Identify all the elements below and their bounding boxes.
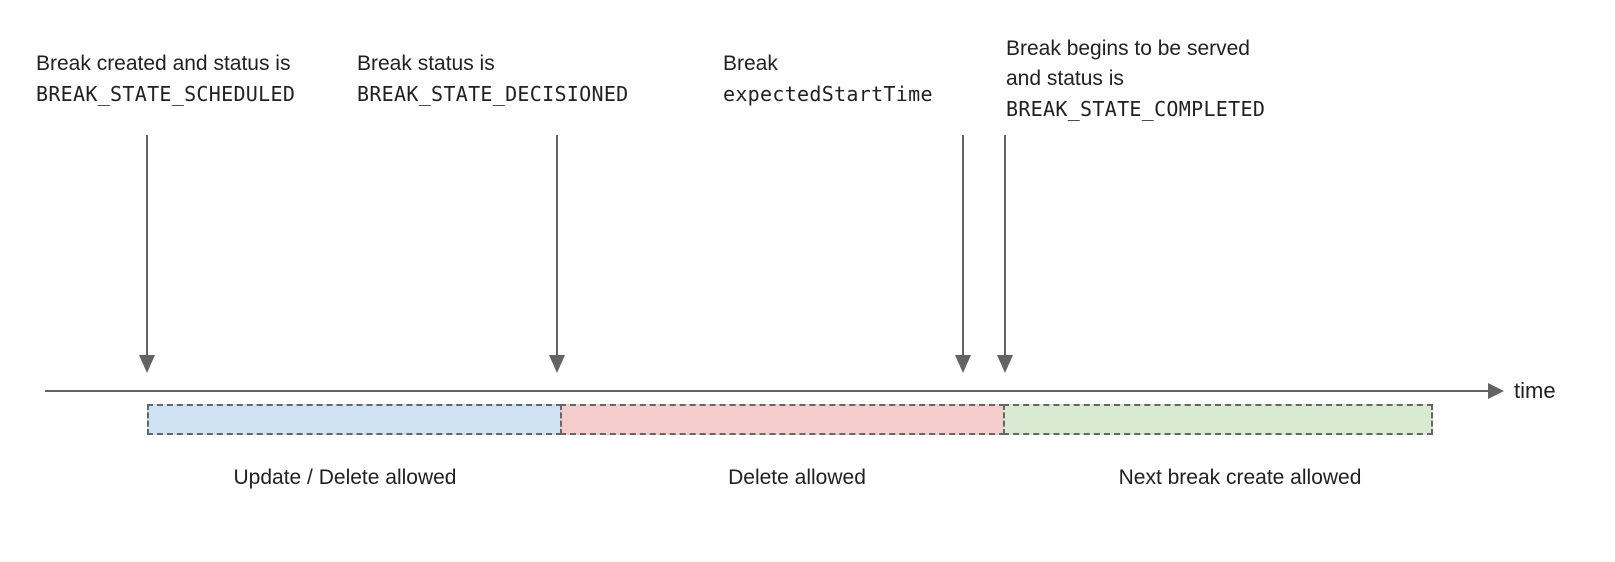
time-axis-line [45, 390, 1490, 392]
segment-next-break-create-allowed [1003, 404, 1433, 435]
annotation-code-break-state-decisioned: BREAK_STATE_DECISIONED [357, 82, 629, 106]
down-arrow-icon-scheduled [139, 135, 155, 373]
annotation-text: Break begins to be served [1006, 37, 1250, 60]
down-arrow-icon-completed [997, 135, 1013, 373]
arrow-stem [146, 135, 148, 355]
arrow-head [997, 355, 1013, 373]
annotation-text: and status is [1006, 67, 1124, 90]
arrow-stem [962, 135, 964, 355]
annotation-text: Break created and status is [36, 52, 291, 75]
segment-delete-allowed [560, 404, 1005, 435]
annotation-text: Break [723, 52, 778, 75]
arrow-head [139, 355, 155, 373]
annotation-break-expected-start-time: Break expectedStartTime [723, 49, 933, 109]
segment-label-next-break: Next break create allowed [1118, 466, 1362, 489]
annotation-code-break-state-scheduled: BREAK_STATE_SCHEDULED [36, 82, 296, 106]
annotation-break-completed: Break begins to be served and status is … [1006, 34, 1265, 124]
annotation-text: Break status is [357, 52, 495, 75]
arrow-stem [556, 135, 558, 355]
down-arrow-icon-expected-start-time [955, 135, 971, 373]
time-axis-label: time [1514, 378, 1556, 403]
arrow-stem [1004, 135, 1006, 355]
arrow-head [955, 355, 971, 373]
annotation-break-scheduled: Break created and status is BREAK_STATE_… [36, 49, 295, 109]
segment-update-delete-allowed [147, 404, 562, 435]
annotation-break-decisioned: Break status is BREAK_STATE_DECISIONED [357, 49, 629, 109]
segment-label-delete: Delete allowed [728, 466, 866, 489]
segment-label-update-delete: Update / Delete allowed [233, 466, 457, 489]
annotation-code-expected-start-time: expectedStartTime [723, 82, 933, 106]
time-axis-arrowhead-icon [1488, 383, 1504, 399]
arrow-head [549, 355, 565, 373]
annotation-code-break-state-completed: BREAK_STATE_COMPLETED [1006, 97, 1266, 121]
down-arrow-icon-decisioned [549, 135, 565, 373]
